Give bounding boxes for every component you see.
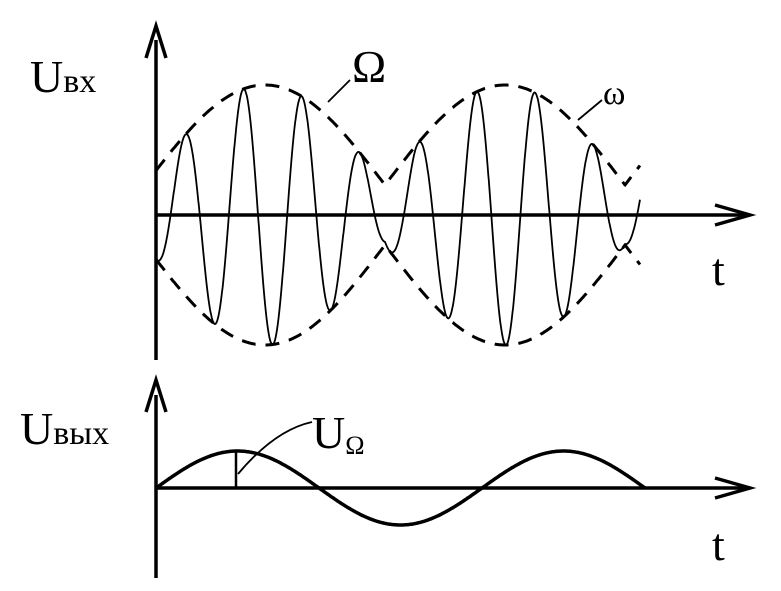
- top-x-arrow: [714, 203, 757, 227]
- omega-envelope-leader: [327, 79, 351, 103]
- u-omega-leader: [237, 421, 313, 475]
- bottom-time-label: t: [712, 519, 725, 570]
- top-y-arrow: [144, 20, 168, 59]
- lower-envelope-curve: [154, 242, 642, 347]
- output-signal-label: UΩ: [312, 407, 365, 460]
- bottom-x-arrow: [714, 476, 757, 500]
- omega-carrier-leader: [577, 99, 603, 121]
- top-axis-label: Uвх: [30, 51, 96, 102]
- bottom-axis-label: Uвых: [20, 403, 109, 454]
- bottom-y-arrow: [144, 374, 168, 413]
- output-signal-panel: Uвых UΩ t: [20, 374, 757, 578]
- modulated-carrier-curve: [155, 88, 641, 346]
- input-signal-panel: Uвх Ω ω t: [30, 20, 757, 360]
- demodulated-output-curve: [154, 449, 647, 527]
- envelope-frequency-label: Ω: [352, 41, 386, 92]
- carrier-frequency-label: ω: [603, 75, 625, 112]
- upper-envelope-curve: [154, 83, 642, 188]
- top-time-label: t: [712, 244, 725, 295]
